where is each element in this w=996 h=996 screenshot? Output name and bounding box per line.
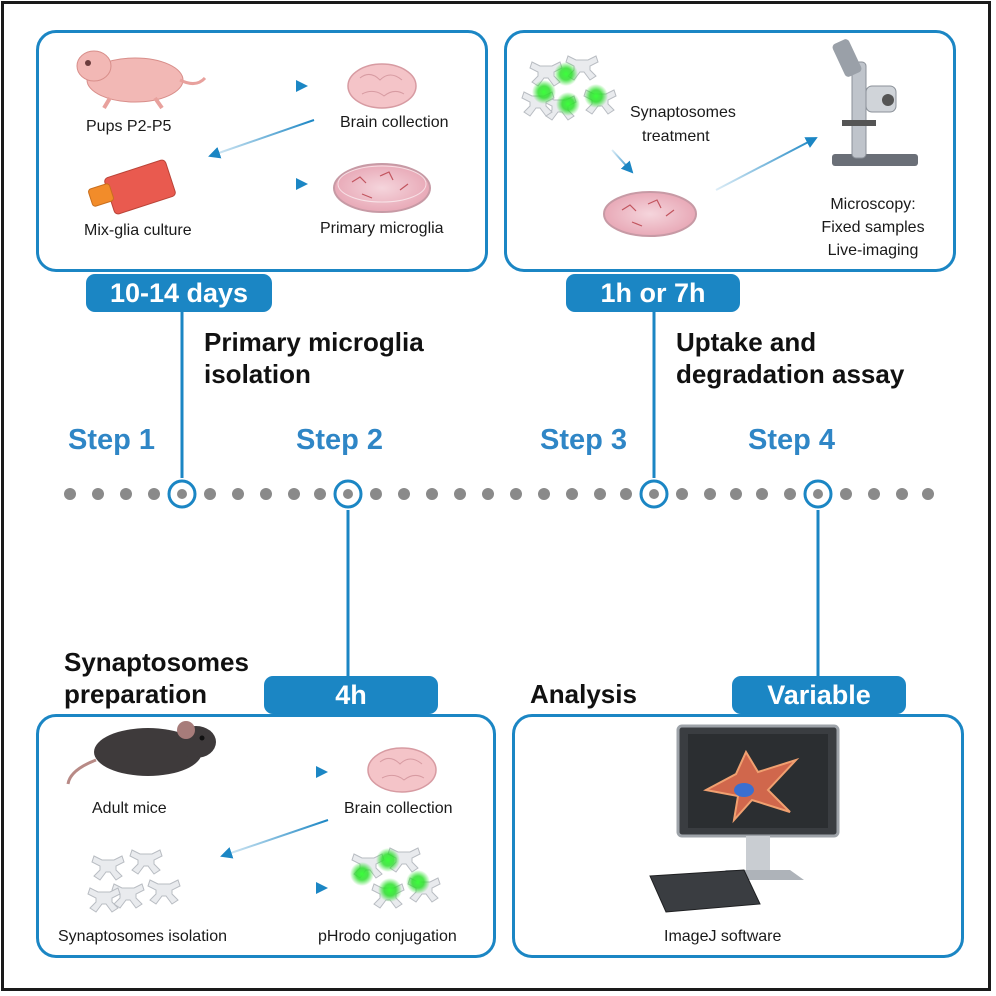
- arrow-treatment-to-dish: [611, 149, 634, 174]
- arrow-dish-to-microscope: [715, 137, 818, 191]
- title-step1-line2: isolation: [204, 359, 311, 389]
- computer-monitor-icon: [649, 724, 840, 913]
- label-microscopy-line1: Microscopy:: [830, 196, 916, 213]
- label-mix-glia: Mix-glia culture: [84, 222, 192, 239]
- title-step2-line1: Synaptosomes: [64, 647, 249, 677]
- timeline-step-markers: [167, 479, 833, 509]
- title-step3-line1: Uptake and: [676, 327, 817, 357]
- duration-tab-step2: 4h: [264, 676, 438, 714]
- step-label-2: Step 2: [296, 424, 384, 456]
- duration-tab-step3: 1h or 7h: [566, 274, 740, 312]
- label-synaptosomes-isolation: Synaptosomes isolation: [58, 928, 227, 945]
- label-primary-microglia: Primary microglia: [320, 220, 444, 237]
- label-brain-collection: Brain collection: [340, 114, 449, 131]
- duration-tab-step4: Variable: [732, 676, 906, 714]
- label-microscopy-line2: Fixed samples: [821, 219, 925, 236]
- duration-tab-step1: 10-14 days: [86, 274, 272, 312]
- title-step1-line1: Primary microglia: [204, 327, 424, 357]
- arrow-brain-to-culture: [208, 119, 315, 159]
- flask-icon: [88, 159, 176, 215]
- adult-mouse-icon: [66, 721, 216, 785]
- label-treatment-line2: treatment: [642, 128, 710, 145]
- brain-icon: [367, 747, 437, 793]
- panel-step1: [36, 30, 488, 272]
- label-treatment-line1: Synaptosomes: [630, 104, 736, 121]
- timeline-connectors: [180, 312, 820, 676]
- step-label-1: Step 1: [68, 424, 156, 456]
- step-label-4: Step 4: [748, 424, 836, 456]
- label-pups: Pups P2-P5: [86, 118, 172, 135]
- title-step3-line2: degradation assay: [676, 359, 905, 389]
- label-microscopy-line3: Live-imaging: [827, 242, 919, 259]
- label-imagej: ImageJ software: [664, 928, 782, 945]
- label-brain-collection-2: Brain collection: [344, 800, 453, 817]
- arrow-brain-to-isolation: [220, 819, 329, 859]
- petri-dish-icon: [333, 163, 431, 213]
- title-step2-line2: preparation: [64, 679, 208, 709]
- brain-icon: [347, 63, 417, 109]
- label-phrodo-conjugation: pHrodo conjugation: [318, 928, 457, 945]
- microscope-icon: [832, 39, 918, 166]
- step-label-3: Step 3: [540, 424, 628, 456]
- title-step4: Analysis: [530, 679, 637, 709]
- petri-dish-icon: [603, 191, 697, 237]
- timeline-dots: [64, 488, 934, 500]
- mouse-pup-icon: [76, 50, 207, 110]
- synaptosome-icon: [87, 849, 181, 913]
- label-adult-mice: Adult mice: [92, 800, 167, 817]
- synaptosome-icon: [521, 55, 617, 121]
- synaptosome-icon: [350, 847, 441, 909]
